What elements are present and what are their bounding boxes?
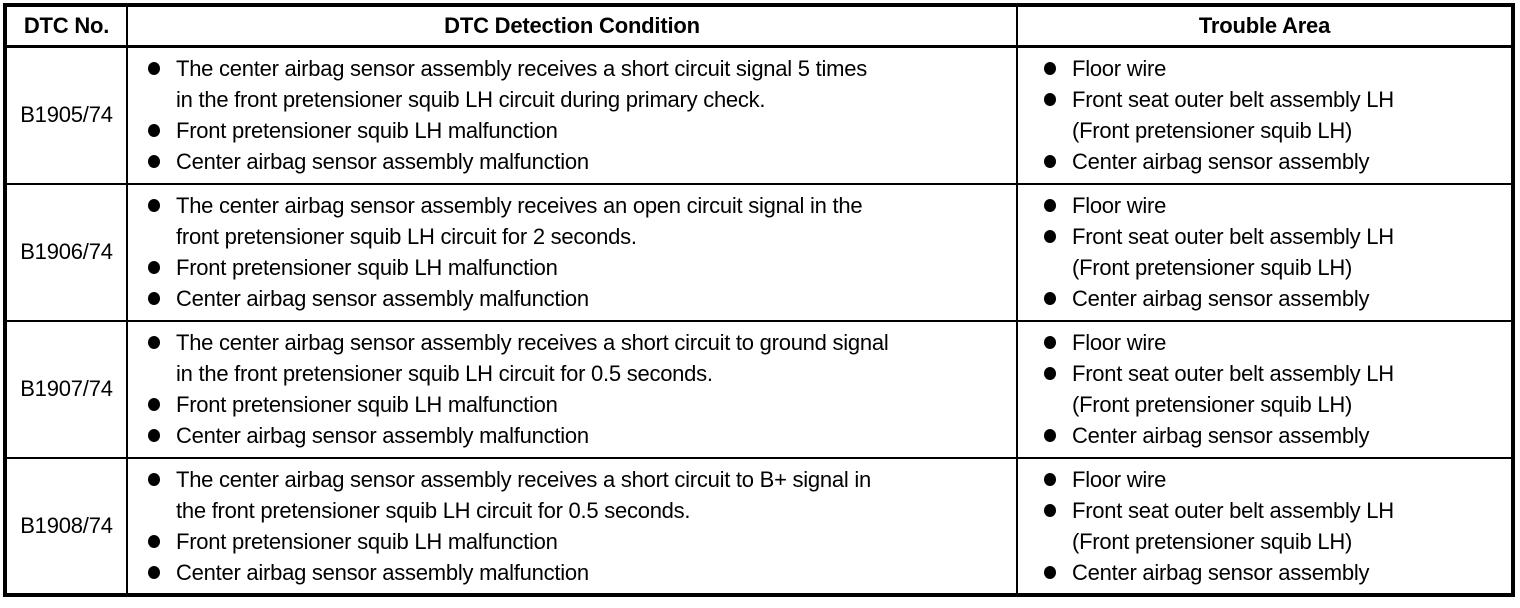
list-item: Floor wire (1044, 190, 1509, 221)
list-item: Front pretensioner squib LH malfunction (148, 252, 1014, 283)
bullet-icon (148, 199, 160, 212)
list-item: Floor wire (1044, 53, 1509, 84)
list-item: Center airbag sensor assembly (1044, 283, 1509, 314)
condition-text: The center airbag sensor assembly receiv… (176, 466, 871, 523)
bullet-icon (1044, 155, 1056, 169)
trouble-area-text: Front seat outer belt assembly LH (Front… (1072, 224, 1394, 280)
bullet-icon (1044, 503, 1056, 517)
condition-text: The center airbag sensor assembly receiv… (176, 330, 889, 386)
list-item: Center airbag sensor assembly malfunctio… (148, 557, 1014, 588)
dtc-no-cell: B1906/74 (4, 182, 128, 322)
trouble-area-text: Floor wire (1072, 466, 1167, 492)
list-item: Center airbag sensor assembly malfunctio… (148, 420, 1014, 451)
list-item: Center airbag sensor assembly malfunctio… (148, 283, 1014, 314)
bullet-icon (1044, 429, 1056, 442)
list-item: The center airbag sensor assembly receiv… (148, 53, 1014, 115)
condition-text: The center airbag sensor assembly receiv… (176, 56, 867, 113)
trouble-area-text: Floor wire (1072, 56, 1167, 82)
condition-text: Front pretensioner squib LH malfunction (176, 392, 558, 417)
list-item: Center airbag sensor assembly (1044, 420, 1509, 451)
table-row: B1908/74 The center airbag sensor assemb… (4, 456, 1514, 596)
dtc-no-cell: B1907/74 (4, 319, 128, 459)
trouble-area-text: Floor wire (1072, 330, 1167, 355)
bullet-icon (148, 124, 160, 138)
list-item: The center airbag sensor assembly receiv… (148, 190, 1014, 252)
bullet-icon (148, 534, 160, 548)
column-header-dtc-no: DTC No. (4, 4, 128, 48)
list-item: Front seat outer belt assembly LH (Front… (1044, 495, 1509, 557)
condition-text: Front pretensioner squib LH malfunction (176, 118, 558, 144)
list-item: Center airbag sensor assembly malfunctio… (148, 146, 1014, 177)
dtc-no-cell: B1905/74 (4, 45, 128, 185)
table-row: B1905/74 The center airbag sensor assemb… (4, 45, 1514, 185)
dtc-table: DTC No. DTC Detection Condition Trouble … (3, 3, 1515, 597)
bullet-icon (148, 565, 160, 579)
condition-text: Front pretensioner squib LH malfunction (176, 528, 558, 554)
trouble-area-cell: Floor wire Front seat outer belt assembl… (1016, 45, 1514, 185)
condition-text: Center airbag sensor assembly malfunctio… (176, 286, 589, 311)
dtc-no-cell: B1908/74 (4, 456, 128, 596)
list-item: Front pretensioner squib LH malfunction (148, 389, 1014, 420)
column-header-detection-condition: DTC Detection Condition (126, 4, 1018, 48)
trouble-area-text: Center airbag sensor assembly (1072, 423, 1370, 448)
condition-text: The center airbag sensor assembly receiv… (176, 193, 863, 249)
bullet-icon (148, 472, 160, 486)
list-item: Floor wire (1044, 327, 1509, 358)
condition-text: Center airbag sensor assembly malfunctio… (176, 559, 589, 585)
list-item: Center airbag sensor assembly (1044, 557, 1509, 588)
bullet-icon (148, 261, 160, 274)
trouble-area-text: Center airbag sensor assembly (1072, 149, 1370, 175)
bullet-icon (148, 292, 160, 305)
condition-text: Front pretensioner squib LH malfunction (176, 255, 558, 280)
list-item: The center airbag sensor assembly receiv… (148, 464, 1014, 526)
list-item: The center airbag sensor assembly receiv… (148, 327, 1014, 389)
bullet-icon (1044, 292, 1056, 305)
trouble-area-text: Center airbag sensor assembly (1072, 286, 1370, 311)
bullet-icon (148, 336, 160, 349)
list-item: Front seat outer belt assembly LH (Front… (1044, 84, 1509, 146)
bullet-icon (148, 62, 160, 76)
table-row: B1906/74 The center airbag sensor assemb… (4, 182, 1514, 322)
trouble-area-text: Front seat outer belt assembly LH (Front… (1072, 361, 1394, 417)
bullet-icon (1044, 93, 1056, 107)
header-row: DTC No. DTC Detection Condition Trouble … (4, 4, 1514, 48)
trouble-area-cell: Floor wire Front seat outer belt assembl… (1016, 456, 1514, 596)
bullet-icon (1044, 472, 1056, 486)
trouble-area-text: Center airbag sensor assembly (1072, 559, 1370, 585)
bullet-icon (1044, 62, 1056, 76)
trouble-area-cell: Floor wire Front seat outer belt assembl… (1016, 319, 1514, 459)
detection-condition-cell: The center airbag sensor assembly receiv… (126, 456, 1018, 596)
bullet-icon (1044, 565, 1056, 579)
trouble-area-text: Front seat outer belt assembly LH (Front… (1072, 497, 1394, 554)
condition-text: Center airbag sensor assembly malfunctio… (176, 423, 589, 448)
bullet-icon (1044, 336, 1056, 349)
bullet-icon (148, 155, 160, 169)
bullet-icon (1044, 230, 1056, 243)
bullet-icon (1044, 367, 1056, 380)
list-item: Front seat outer belt assembly LH (Front… (1044, 221, 1509, 283)
list-item: Front pretensioner squib LH malfunction (148, 526, 1014, 557)
trouble-area-text: Front seat outer belt assembly LH (Front… (1072, 87, 1394, 144)
detection-condition-cell: The center airbag sensor assembly receiv… (126, 182, 1018, 322)
detection-condition-cell: The center airbag sensor assembly receiv… (126, 45, 1018, 185)
bullet-icon (1044, 199, 1056, 212)
detection-condition-cell: The center airbag sensor assembly receiv… (126, 319, 1018, 459)
list-item: Center airbag sensor assembly (1044, 146, 1509, 177)
bullet-icon (148, 429, 160, 442)
list-item: Front seat outer belt assembly LH (Front… (1044, 358, 1509, 420)
list-item: Front pretensioner squib LH malfunction (148, 115, 1014, 146)
condition-text: Center airbag sensor assembly malfunctio… (176, 149, 589, 175)
trouble-area-cell: Floor wire Front seat outer belt assembl… (1016, 182, 1514, 322)
list-item: Floor wire (1044, 464, 1509, 495)
column-header-trouble-area: Trouble Area (1016, 4, 1514, 48)
table-row: B1907/74 The center airbag sensor assemb… (4, 319, 1514, 459)
bullet-icon (148, 398, 160, 411)
trouble-area-text: Floor wire (1072, 193, 1167, 218)
